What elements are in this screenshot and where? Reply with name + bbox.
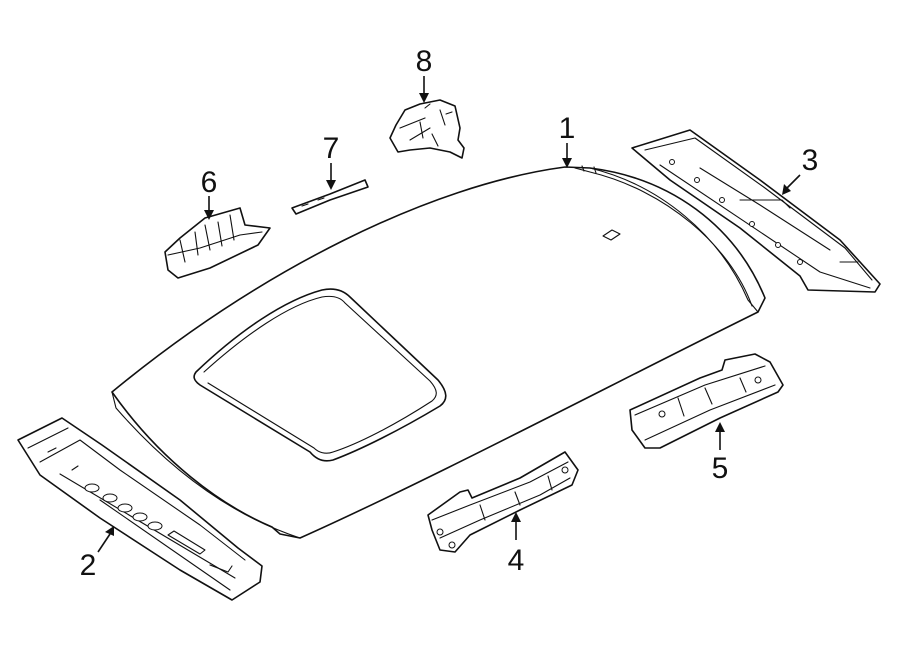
callout-4: 4 [508, 544, 525, 577]
callout-3: 3 [802, 144, 819, 177]
bracket-8 [389, 99, 465, 159]
leader-7 [326, 163, 336, 190]
leader-8 [419, 76, 429, 103]
callout-8: 8 [416, 45, 433, 78]
leader-3 [782, 174, 801, 195]
bracket-6 [164, 207, 271, 279]
callout-6: 6 [201, 166, 218, 199]
strip-7 [291, 179, 369, 215]
leader-4 [511, 512, 521, 540]
rear-roof-header [631, 129, 881, 293]
front-roof-header [17, 417, 263, 601]
leader-1 [562, 143, 572, 168]
bracket-4 [427, 451, 579, 553]
leader-2 [97, 526, 114, 553]
bracket-5 [629, 353, 784, 449]
callout-2: 2 [80, 549, 97, 582]
leader-6 [204, 196, 214, 220]
callout-1: 1 [559, 112, 576, 145]
roof-panel [111, 165, 766, 539]
callout-5: 5 [712, 452, 729, 485]
callout-7: 7 [323, 132, 340, 165]
leader-5 [715, 422, 725, 450]
